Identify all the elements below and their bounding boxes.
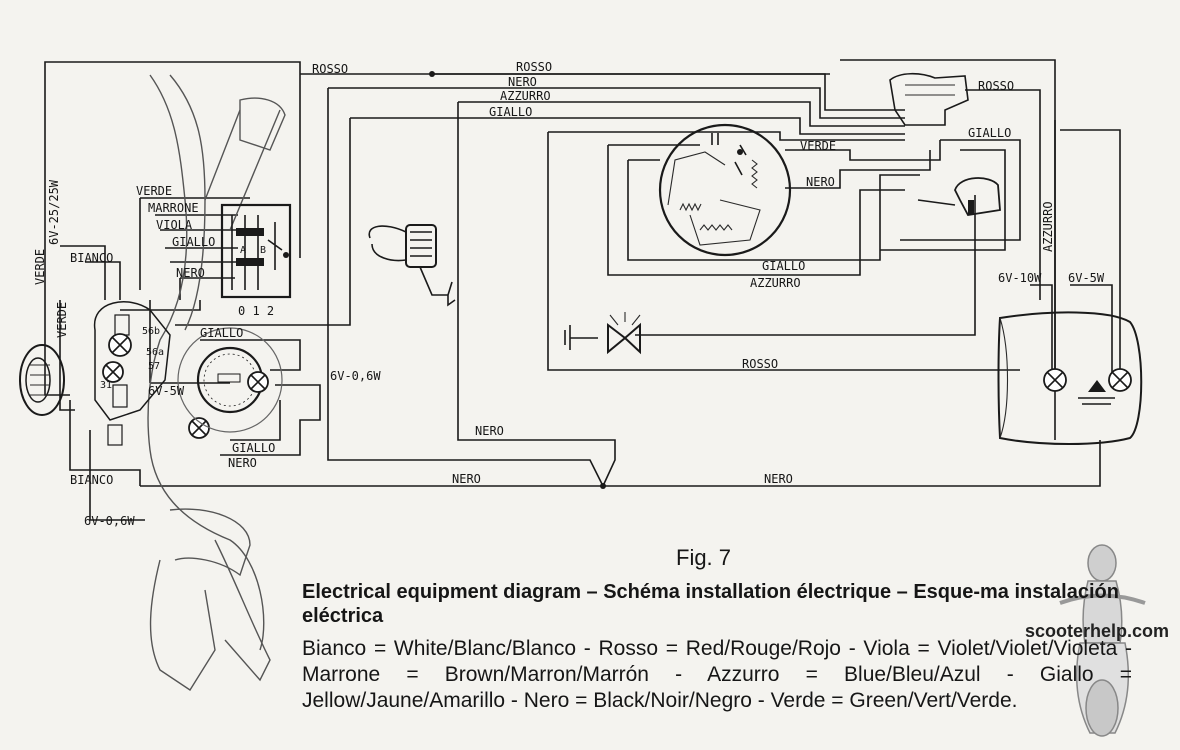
magneto-stator <box>658 123 792 257</box>
wire-label: GIALLO <box>232 441 275 455</box>
caption-legend: Bianco = White/Blanc/Blanco - Rosso = Re… <box>302 637 1132 712</box>
wire-label: NERO <box>452 472 481 486</box>
switch-positions: 0 1 2 <box>238 304 274 318</box>
junction-dot <box>600 483 606 489</box>
wire-label: NERO <box>764 472 793 486</box>
rating-headlamp: 6V-25/25W <box>47 179 61 245</box>
speedometer <box>177 327 283 433</box>
wire-label: NERO <box>176 266 205 280</box>
terminal-57: 57 <box>148 361 160 372</box>
rating-lower: 6V-0,6W <box>84 514 135 528</box>
terminal-labels: 56b 56a 57 31 A B <box>100 245 266 391</box>
wire-label: GIALLO <box>489 105 532 119</box>
caption-title: Electrical equipment diagram – Schéma in… <box>302 581 1119 627</box>
wire-label: NERO <box>806 175 835 189</box>
wire-label: ROSSO <box>742 357 778 371</box>
wire-label: GIALLO <box>172 235 215 249</box>
wire-label: GIALLO <box>762 259 805 273</box>
wire-label: VIOLA <box>156 218 193 232</box>
junction-dot <box>429 71 435 77</box>
tail-lamp <box>997 311 1143 445</box>
wire-label: AZZURRO <box>500 89 551 103</box>
regulator-box <box>889 72 969 126</box>
wire-label: AZZURRO <box>1041 201 1055 252</box>
lamp-pilot <box>108 333 132 357</box>
wire-label: GIALLO <box>200 326 243 340</box>
horn-symbol <box>564 312 641 355</box>
wire-labels: ROSSO ROSSO NERO AZZURRO GIALLO VERDE NE… <box>33 60 1055 487</box>
rating-tail: 6V-5W <box>1068 271 1105 285</box>
ignition-coil <box>368 224 456 307</box>
wire-label: MARRONE <box>148 201 199 215</box>
figure-label: Fig. 7 <box>676 545 732 570</box>
rating-speedo: 6V-0,6W <box>330 369 381 383</box>
wire-label: AZZURRO <box>750 276 801 290</box>
terminal-56b: 56b <box>142 326 160 337</box>
handlebar-outline <box>147 74 286 691</box>
wire-label: VERDE <box>800 139 836 153</box>
rating-tail-stop: 6V-10W <box>998 271 1042 285</box>
headlamp <box>19 344 65 416</box>
wire-label: VERDE <box>55 302 69 338</box>
rating-pilot: 6V-5W <box>148 384 185 398</box>
wire-label: ROSSO <box>978 79 1014 93</box>
wire-label: VERDE <box>33 249 47 285</box>
wire-label: NERO <box>228 456 257 470</box>
scooter-logo-icon <box>1059 544 1146 737</box>
bulb-ratings: 6V-25/25W 6V-0,6W 6V-5W 6V-0,6W 6V-10W 6… <box>47 179 1105 528</box>
wire-label: ROSSO <box>312 62 348 76</box>
wire-label: NERO <box>475 424 504 438</box>
wire-label: ROSSO <box>516 60 552 74</box>
switch-letter-b: B <box>260 245 266 256</box>
wire-label: VERDE <box>136 184 172 198</box>
wire-label: BIANCO <box>70 251 113 265</box>
terminal-31: 31 <box>100 380 112 391</box>
wire-label: GIALLO <box>968 126 1011 140</box>
terminal-block <box>94 301 171 446</box>
light-switch <box>220 203 292 299</box>
watermark-text: scooterhelp.com <box>1025 621 1170 641</box>
wire-harness <box>44 59 1121 521</box>
switch-letter-a: A <box>240 245 246 256</box>
wire-label: NERO <box>508 75 537 89</box>
wire-label: BIANCO <box>70 473 113 487</box>
lamp-pilot-2 <box>102 361 124 383</box>
lamp-lower <box>188 417 210 439</box>
terminal-56a: 56a <box>146 347 164 358</box>
stop-switch <box>917 177 1001 216</box>
